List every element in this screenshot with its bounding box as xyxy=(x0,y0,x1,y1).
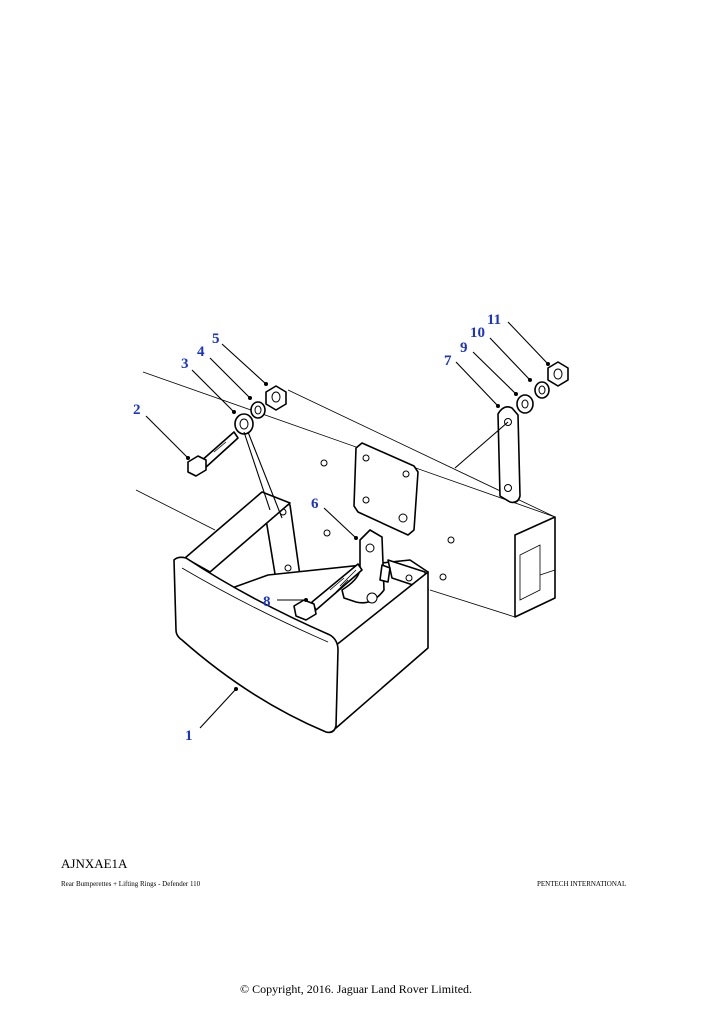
part-6-lifting-bracket xyxy=(323,442,419,604)
copyright-notice: © Copyright, 2016. Jaguar Land Rover Lim… xyxy=(239,982,473,996)
callout-5: 5 xyxy=(212,331,220,347)
parts-3-5-washers-nut xyxy=(191,343,287,519)
part-7-lifting-strap xyxy=(454,361,521,504)
callout-6: 6 xyxy=(311,496,319,512)
callout-1: 1 xyxy=(185,728,193,744)
diagram-reference-code: AJNXAE1A xyxy=(61,856,128,871)
callout-11: 11 xyxy=(487,312,501,328)
callout-4: 4 xyxy=(197,344,205,360)
chassis-member xyxy=(135,371,556,618)
diagram-caption: Rear Bumperettes + Lifting Rings - Defen… xyxy=(61,880,201,888)
callout-7: 7 xyxy=(444,353,452,369)
callout-8: 8 xyxy=(263,594,271,610)
callout-3: 3 xyxy=(181,356,189,372)
part-8-bolt xyxy=(277,563,363,621)
callout-10: 10 xyxy=(470,325,485,341)
callout-2: 2 xyxy=(133,402,141,418)
parts-9-11-washers-nut xyxy=(472,321,569,414)
callout-9: 9 xyxy=(460,340,468,356)
part-1-bumperette xyxy=(173,491,429,734)
publisher-name: PENTECH INTERNATIONAL xyxy=(537,880,627,888)
part-2-bolt xyxy=(145,415,239,477)
